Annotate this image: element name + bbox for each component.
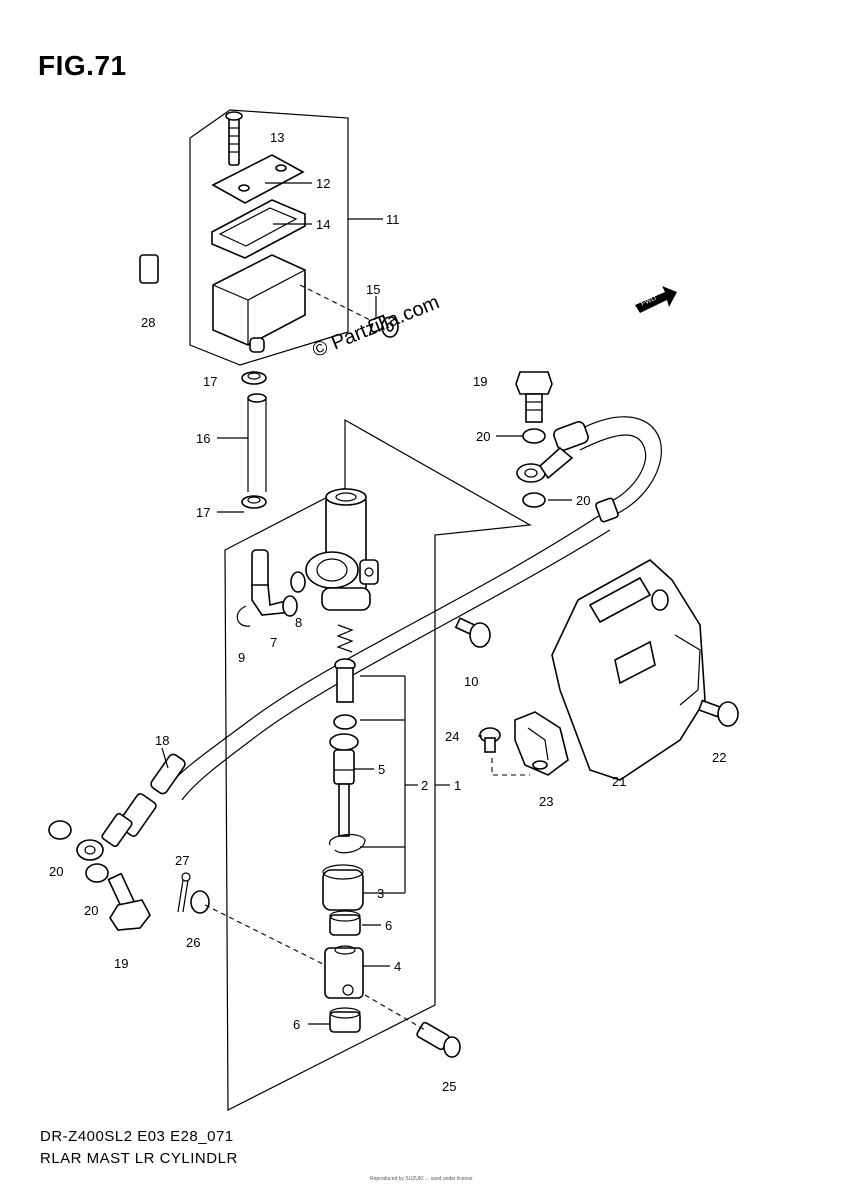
callout-14: 14 (316, 217, 330, 232)
callout-24: 24 (445, 729, 459, 744)
master-cylinder-cover (551, 559, 706, 781)
cylinder-mount-bolt (454, 617, 491, 648)
callout-6-lower: 6 (293, 1017, 300, 1032)
piston (329, 733, 359, 837)
cover-bracket (514, 711, 569, 776)
upper-banjo-fitting (516, 446, 574, 483)
callout-11: 11 (386, 212, 400, 227)
lower-banjo-bolt (107, 872, 151, 931)
callout-labels: 13 12 14 11 15 28 17 16 17 19 20 20 9 7 … (49, 130, 726, 1094)
callout-16: 16 (196, 431, 210, 446)
callout-12: 12 (316, 176, 330, 191)
upper-brake-hose (553, 416, 662, 523)
callout-20-lower-a: 20 (49, 864, 63, 879)
hose-clamp-lower (241, 495, 267, 509)
diagram-title: RLAR MAST LR CYLINDLR (40, 1150, 238, 1167)
figure-title: FIG.71 (38, 50, 127, 81)
reservoir-hose (247, 393, 267, 492)
callout-9: 9 (238, 650, 245, 665)
reservoir-small-cover (139, 254, 159, 284)
callout-7: 7 (270, 635, 277, 650)
callout-28: 28 (141, 315, 155, 330)
clevis-washer (190, 890, 210, 914)
piston-boot (322, 864, 364, 911)
callout-22: 22 (712, 750, 726, 765)
callout-19-upper: 19 (473, 374, 487, 389)
model-code: DR-Z400SL2 E03 E28_071 (40, 1128, 234, 1145)
bracket-screw (479, 727, 501, 753)
callout-25: 25 (442, 1079, 456, 1094)
callout-20-upper-a: 20 (476, 429, 490, 444)
clevis (324, 945, 364, 999)
callout-8: 8 (295, 615, 302, 630)
reservoir-mount-bolt (368, 315, 399, 338)
master-cylinder-group-box (224, 418, 532, 1111)
callout-17-lower: 17 (196, 505, 210, 520)
fine-print: Reproduced by SUZUKI ... used under lice… (370, 1176, 473, 1182)
lower-banjo-washer-bottom (85, 863, 109, 883)
long-brake-hose (101, 514, 611, 848)
callout-1: 1 (454, 778, 461, 793)
callout-10: 10 (464, 674, 478, 689)
callout-26: 26 (186, 935, 200, 950)
forward-direction-arrow (635, 286, 677, 313)
upper-banjo-washer-top (522, 428, 546, 444)
hose-clamp-upper (241, 371, 267, 385)
callout-18: 18 (155, 733, 169, 748)
callout-4: 4 (394, 959, 401, 974)
callout-20-upper-b: 20 (576, 493, 590, 508)
callout-15: 15 (366, 282, 380, 297)
callout-23: 23 (539, 794, 553, 809)
callout-17-upper: 17 (203, 374, 217, 389)
pushrod-nut-lower (329, 1007, 361, 1033)
piston-circlip (329, 833, 366, 854)
pushrod-nut-upper (329, 910, 361, 936)
callout-2: 2 (421, 778, 428, 793)
reservoir-cap (211, 154, 305, 204)
upper-banjo-bolt (515, 371, 553, 423)
reservoir-cap-screw (225, 111, 243, 166)
callout-21: 21 (612, 774, 626, 789)
callout-27: 27 (175, 853, 189, 868)
reservoir-diaphragm (211, 199, 306, 259)
callout-5: 5 (378, 762, 385, 777)
callout-leaders (161, 182, 572, 1025)
master-cylinder-body (305, 488, 379, 611)
primary-cup (334, 658, 356, 703)
inlet-connector (251, 549, 298, 617)
cover-screw (697, 699, 739, 727)
cotter-pin (177, 872, 191, 913)
inlet-o-ring (290, 571, 306, 593)
callout-13: 13 (270, 130, 284, 145)
reservoir-tank (212, 254, 306, 353)
clevis-pin (416, 1021, 461, 1058)
inlet-circlip (236, 605, 251, 627)
lower-banjo-washer-top (48, 820, 72, 840)
upper-banjo-washer-bottom (522, 492, 546, 508)
reservoir-group-box (189, 109, 349, 366)
callout-20-lower-b: 20 (84, 903, 98, 918)
piston-seal (333, 714, 357, 730)
piston-spring (336, 624, 354, 653)
callout-19-lower: 19 (114, 956, 128, 971)
lower-banjo-fitting (76, 839, 104, 861)
callout-6-upper: 6 (385, 918, 392, 933)
callout-3: 3 (377, 886, 384, 901)
